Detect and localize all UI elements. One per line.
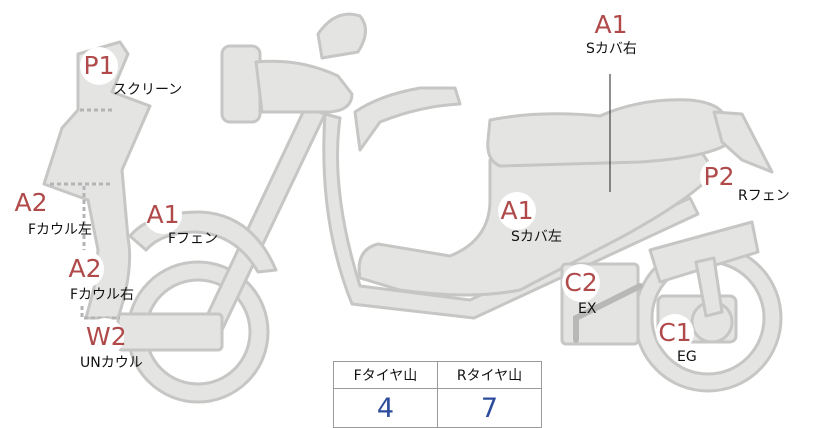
front-tire-header: Fタイヤ山 — [333, 361, 438, 389]
part-f-cowl-left-label-wrap: Fカウル左 — [28, 222, 93, 238]
rear-tire-header: Rタイヤ山 — [437, 361, 542, 389]
frame-tube-shape — [322, 112, 700, 320]
part-exhaust-label-wrap: EX — [578, 301, 597, 317]
part-screen-label-wrap: スクリーン — [113, 82, 183, 98]
part-name: Fカウル右 — [70, 287, 135, 303]
front-tire-value: 4 — [333, 388, 438, 428]
part-f-fender[interactable]: A1 — [144, 196, 182, 234]
part-screen[interactable]: P1 — [80, 47, 118, 85]
part-s-cover-left[interactable]: A1 — [498, 192, 536, 230]
part-code-badge: C2 — [562, 264, 600, 302]
handlebar-shape — [254, 59, 354, 114]
part-code-badge: A1 — [498, 192, 536, 230]
part-name: Sカバ右 — [586, 41, 637, 57]
part-code-badge: A1 — [144, 196, 182, 234]
exhaust-pipe-shape — [573, 283, 643, 343]
part-name: EG — [677, 349, 697, 365]
table-value-row: 4 7 — [333, 388, 542, 428]
headlight-shape — [220, 44, 262, 124]
frame-rail-shape — [353, 86, 462, 152]
part-code-badge: A2 — [66, 250, 104, 288]
part-code-badge: W2 — [86, 318, 127, 356]
part-under-cowl-label-wrap: UNカウル — [80, 355, 143, 371]
part-s-cover-left-label-wrap: Sカバ左 — [511, 229, 562, 245]
rear-tire-value: 7 — [437, 388, 542, 428]
part-code-badge: C1 — [656, 314, 694, 352]
windscreen-shape — [42, 40, 152, 320]
rear-shock-shape — [694, 256, 724, 318]
part-s-cover-right-label-wrap: Sカバ右 — [586, 41, 637, 57]
part-f-fender-label-wrap: Fフェン — [168, 231, 219, 247]
part-name: UNカウル — [80, 355, 143, 371]
part-under-cowl[interactable]: W2 — [86, 318, 127, 356]
table-header-row: Fタイヤ山 Rタイヤ山 — [333, 361, 542, 389]
part-name: Rフェン — [738, 188, 790, 204]
part-r-fender[interactable]: P2 — [700, 158, 738, 196]
side-cover-shape — [357, 148, 717, 297]
part-name: EX — [578, 301, 597, 317]
part-s-cover-right[interactable]: A1 — [592, 6, 630, 44]
part-code-badge: P2 — [700, 158, 738, 196]
under-cowl-shape — [116, 312, 224, 352]
part-f-cowl-left[interactable]: A2 — [12, 184, 50, 222]
part-engine-label-wrap: EG — [677, 349, 697, 365]
engine-block-shape — [648, 220, 760, 284]
part-name: Sカバ左 — [511, 229, 562, 245]
part-name: スクリーン — [113, 82, 183, 98]
part-f-cowl-right-label-wrap: Fカウル右 — [70, 287, 135, 303]
grip-shape — [316, 12, 367, 60]
part-name: Fフェン — [168, 231, 219, 247]
tail-shape — [712, 110, 774, 174]
part-exhaust[interactable]: C2 — [562, 264, 600, 302]
part-name: Fカウル左 — [28, 222, 93, 238]
part-r-fender-label-wrap: Rフェン — [738, 188, 790, 204]
part-code-badge: A1 — [592, 6, 630, 44]
part-f-cowl-right[interactable]: A2 — [66, 250, 104, 288]
tire-tread-table: Fタイヤ山 Rタイヤ山 4 7 — [333, 361, 542, 428]
part-code-badge: A2 — [12, 184, 50, 222]
part-code-badge: P1 — [80, 47, 118, 85]
part-engine[interactable]: C1 — [656, 314, 694, 352]
seat-shape — [486, 98, 728, 168]
